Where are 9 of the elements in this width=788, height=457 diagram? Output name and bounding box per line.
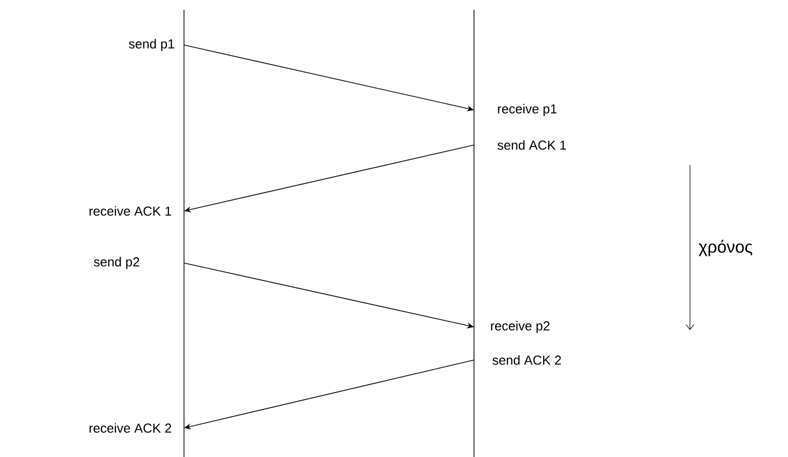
axis-label: χρόνος [698, 240, 752, 256]
event-label: send ACK 2 [492, 355, 561, 365]
event-label: receive p1 [498, 104, 557, 116]
event-label: receive ACK 2 [90, 423, 172, 433]
event-label: send ACK 1 [498, 140, 566, 150]
event-label: send p1 [128, 38, 174, 52]
event-label: receive ACK 1 [90, 206, 172, 216]
event-label: receive p2 [491, 320, 550, 334]
event-label: send p2 [94, 256, 140, 270]
